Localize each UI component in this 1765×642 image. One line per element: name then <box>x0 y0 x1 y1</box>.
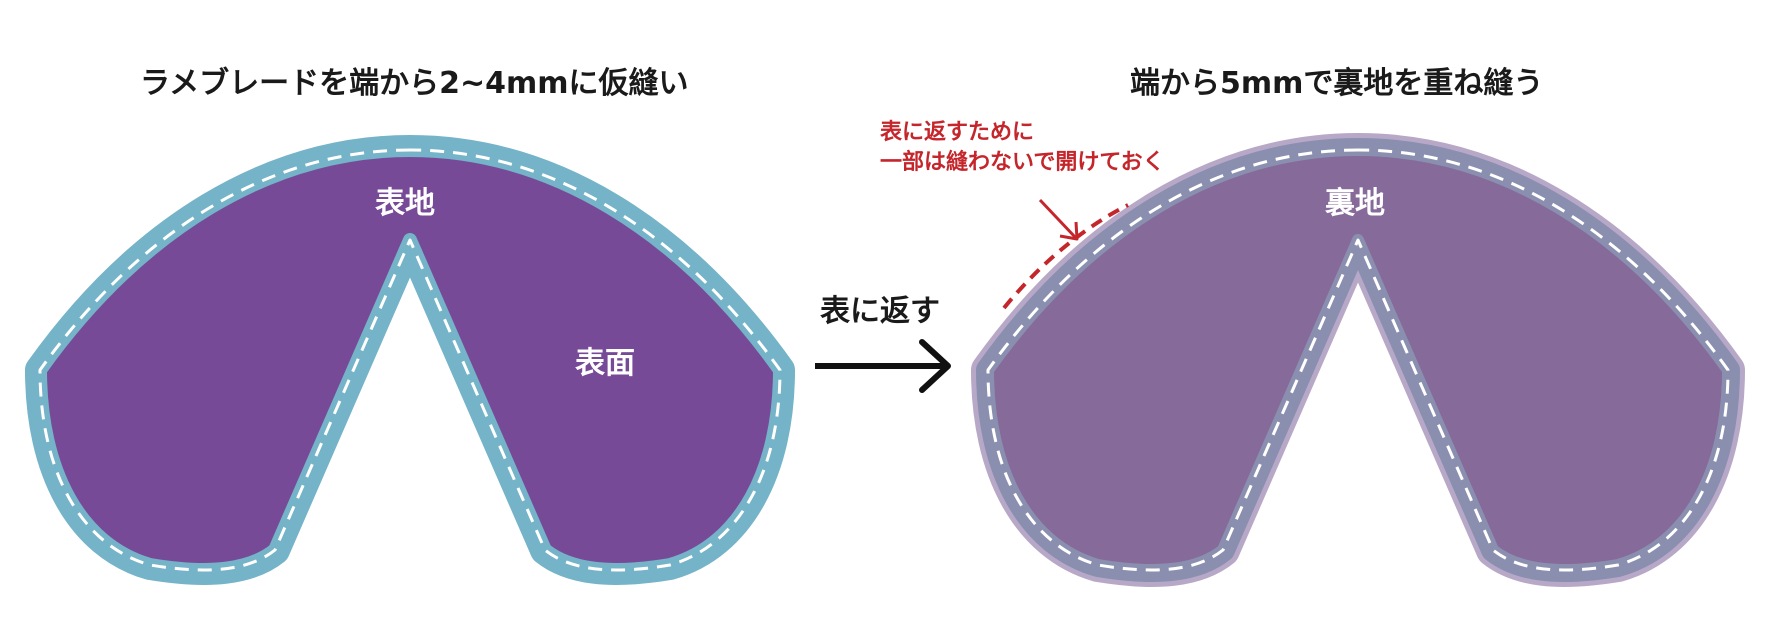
turn-arrow <box>815 339 951 393</box>
face-side-label: 表面 <box>575 346 635 381</box>
right-piece <box>988 150 1728 570</box>
opening-stitch <box>1002 203 1129 310</box>
right-step-title: 端から5mmで裏地を重ね縫う <box>1130 66 1544 101</box>
opening-note: 表に返すために 一部は縫わないで開けておく <box>880 118 1165 178</box>
fabric-front-label: 表地 <box>375 186 435 221</box>
note-line-1: 表に返すために <box>880 120 1035 145</box>
note-arrow <box>1038 198 1079 241</box>
lining-label: 裏地 <box>1325 186 1385 221</box>
left-step-title: ラメブレードを端から2~4mmに仮縫い <box>140 66 689 101</box>
turn-instruction-label: 表に返す <box>820 294 940 329</box>
note-line-2: 一部は縫わないで開けておく <box>880 150 1165 175</box>
